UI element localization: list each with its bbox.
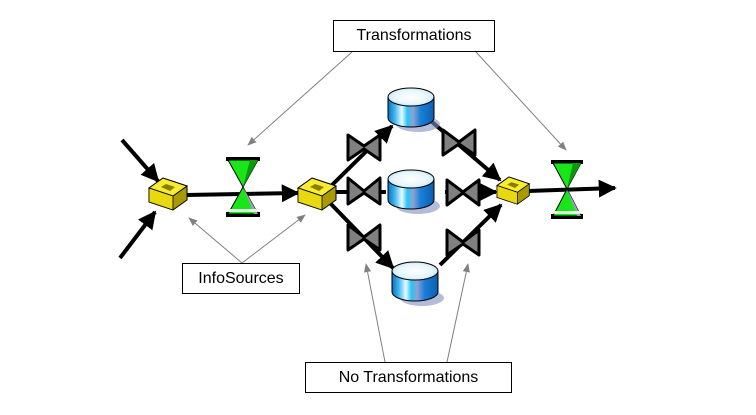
flow-out xyxy=(527,179,617,198)
infosource-icon xyxy=(496,176,531,205)
infosource-icon xyxy=(296,177,338,211)
infosources xyxy=(147,176,531,211)
infosources-label: InfoSources xyxy=(182,263,300,294)
valve-icon xyxy=(346,176,382,206)
valve-icon xyxy=(445,228,481,257)
valves xyxy=(346,128,481,257)
transformations-label-text: Transformations xyxy=(356,27,472,44)
valve-icon xyxy=(346,223,382,252)
flow-in-upper xyxy=(120,138,160,183)
callout-lines xyxy=(188,51,567,363)
datastore-icon xyxy=(391,261,444,306)
callout-transformations-left xyxy=(247,51,353,146)
callout-notransformations-left xyxy=(364,263,386,363)
transformation-icon xyxy=(226,157,260,217)
datastore-icon xyxy=(387,87,440,132)
infosource-icon xyxy=(147,177,189,211)
datastore-icon xyxy=(387,169,440,214)
valve-icon xyxy=(441,128,477,157)
callout-infosources-right xyxy=(241,214,306,264)
callout-transformations-right xyxy=(475,51,567,151)
valve-icon xyxy=(346,133,382,162)
transformation-icon xyxy=(551,160,583,219)
callout-notransformations-right xyxy=(446,263,470,363)
transformations xyxy=(226,157,583,219)
callout-infosources-left xyxy=(188,217,243,264)
infosources-label-text: InfoSources xyxy=(198,269,284,287)
datastores xyxy=(387,87,444,306)
valve-icon xyxy=(445,178,481,207)
flow-in-lower xyxy=(118,210,157,260)
transformations-label: Transformations xyxy=(333,20,495,52)
no-transformations-label: No Transformations xyxy=(305,362,512,393)
no-transformations-label-text: No Transformations xyxy=(338,368,479,386)
flow-to-datastore-top xyxy=(330,124,394,187)
